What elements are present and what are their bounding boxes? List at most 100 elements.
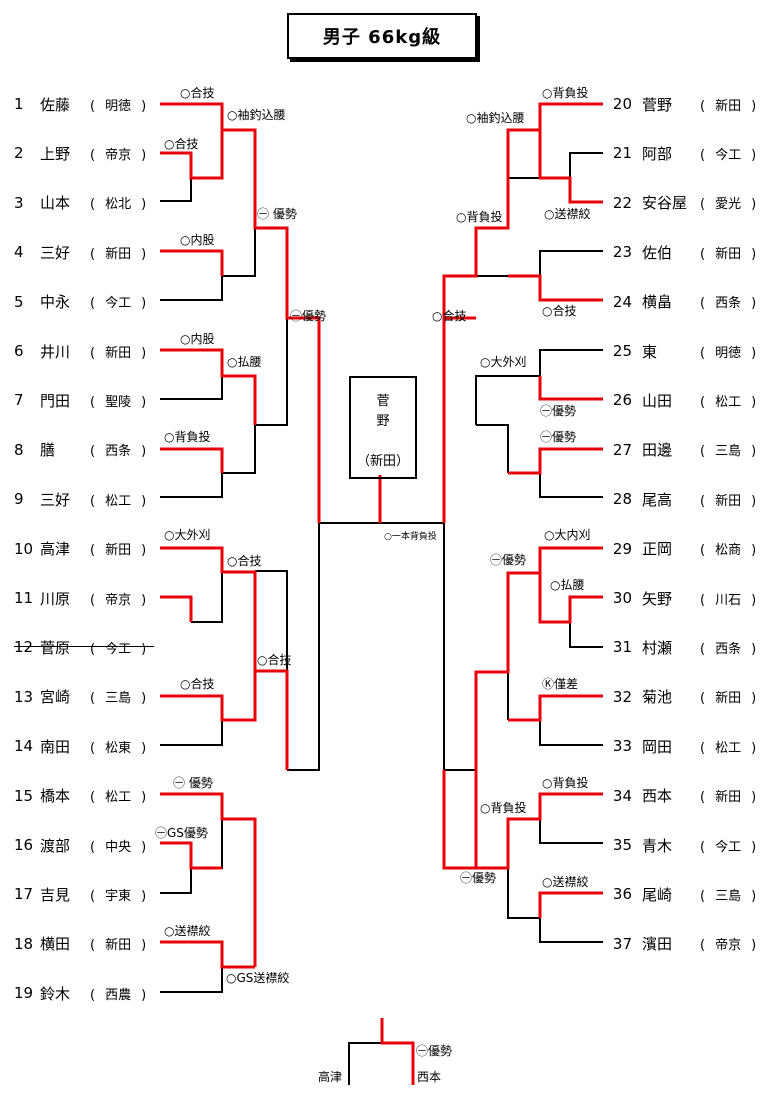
seed-number: 6 [14, 342, 24, 360]
player-name: 横田 [40, 935, 71, 954]
team-group: (聖陵) [90, 391, 156, 410]
team-group: (西条) [700, 638, 766, 657]
team-group: (今工) [700, 836, 766, 855]
team-name: 聖陵 [105, 394, 132, 410]
team-name: 今工 [105, 641, 132, 657]
seed-number: 5 [14, 292, 24, 311]
team-group: (明徳) [90, 95, 156, 114]
result-label: ○背負投 [480, 801, 527, 815]
team-name: 西条 [105, 444, 132, 460]
paren-close: ) [751, 394, 757, 410]
team-name: 中央 [105, 839, 132, 855]
paren-open: ( [700, 345, 706, 361]
team-group: (松工) [700, 391, 766, 410]
team-group: (新田) [90, 539, 156, 558]
player-name: 岡田 [642, 737, 673, 756]
seed-number: 2 [14, 144, 24, 163]
player-name: 橋本 [40, 787, 71, 806]
player-name: 阿部 [642, 144, 673, 163]
paren-open: ( [700, 740, 706, 756]
paren-open: ( [700, 98, 706, 114]
team-group: (新田) [700, 243, 766, 262]
player-name: 濱田 [642, 935, 673, 954]
champion-name-1: 菅 [376, 394, 390, 409]
team-group: (新田) [700, 786, 766, 805]
result-label: ㊀GS優勢 [155, 826, 208, 840]
paren-close: ) [141, 543, 147, 559]
team-group: (新田) [90, 342, 156, 361]
paren-close: ) [141, 394, 147, 410]
result-label: ○合技 [180, 677, 215, 691]
paren-close: ) [751, 147, 757, 163]
result-label: ○袖釣込腰 [227, 108, 286, 122]
result-label: ○大外刈 [164, 528, 211, 542]
player-name: 上野 [40, 144, 71, 163]
team-group: (川石) [700, 589, 766, 608]
paren-close: ) [751, 888, 757, 904]
team-name: 松工 [715, 394, 742, 410]
third-place-right: 西本 [417, 1070, 442, 1084]
paren-close: ) [751, 444, 757, 460]
player-name: 吉見 [40, 885, 71, 904]
team-name: 松工 [105, 790, 132, 806]
player-name: 山田 [642, 391, 673, 410]
team-name: 愛光 [715, 197, 742, 213]
paren-close: ) [751, 493, 757, 509]
result-label: ○大外刈 [480, 355, 527, 369]
paren-close: ) [751, 197, 757, 213]
paren-close: ) [141, 691, 147, 707]
team-group: (帝京) [700, 934, 766, 953]
result-label: Ⓚ僅差 [542, 677, 579, 691]
paren-open: ( [90, 197, 96, 213]
seed-number: 17 [14, 885, 34, 904]
team-name: 新田 [715, 790, 742, 806]
team-group: (新田) [90, 243, 156, 262]
player-name: 菅原 [40, 638, 71, 657]
team-name: 新田 [715, 246, 742, 262]
team-group: (松工) [700, 737, 766, 756]
result-label: ○GS送襟絞 [226, 971, 290, 985]
team-name: 西農 [105, 987, 132, 1003]
paren-open: ( [700, 641, 706, 657]
player-name: 三好 [40, 243, 71, 262]
seed-number: 15 [14, 786, 34, 805]
team-name: 明徳 [105, 98, 132, 114]
paren-close: ) [751, 543, 757, 559]
team-group: (新田) [700, 687, 766, 706]
seed-number: 26 [612, 391, 632, 410]
seed-number: 13 [14, 687, 34, 706]
paren-close: ) [751, 691, 757, 707]
team-group: (松工) [90, 786, 156, 805]
paren-close: ) [751, 641, 757, 657]
team-name: 松工 [105, 493, 132, 509]
team-group: (松工) [90, 490, 156, 509]
player-name: 山本 [40, 194, 71, 213]
paren-open: ( [700, 493, 706, 509]
paren-open: ( [90, 543, 96, 559]
result-label: ○内股 [180, 233, 215, 247]
team-name: 帝京 [105, 147, 132, 163]
seed-number: 3 [14, 193, 24, 212]
paren-open: ( [700, 691, 706, 707]
team-group: (新田) [90, 934, 156, 953]
team-group: (宇東) [90, 885, 156, 904]
player-name: 田邊 [642, 441, 673, 460]
player-name: 菅野 [642, 95, 673, 114]
team-name: 西条 [715, 296, 742, 312]
page-title: 男子 66kg級 [287, 13, 477, 59]
result-label: ○大内刈 [544, 528, 591, 542]
